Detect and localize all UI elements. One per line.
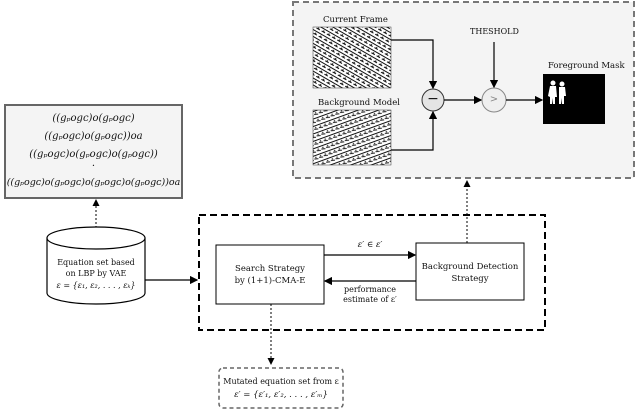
arrow-current-to-minus (391, 39, 438, 90)
mutated-box (218, 367, 344, 409)
database-line-1: Equation set based (57, 258, 135, 267)
arrow-label-bottom-2: estimate of ε′ (343, 295, 397, 304)
search-strategy-box (215, 244, 325, 305)
arrow-label-top: ε′ ∈ ε′ (357, 240, 383, 250)
background-detection-box (415, 242, 525, 301)
equation-line-1: ((gₚogᴄ)o(gₚogᴄ) (52, 113, 135, 124)
mutated-line-1: Mutated equation set from ε (223, 377, 339, 386)
database-line-3: ε = {ε₁, ε₂, . . . , εₖ} (56, 281, 136, 290)
mutated-line-2: ε′ = {ε′₁, ε′₂, . . . , ε′ₘ} (234, 390, 328, 400)
silhouette-figures (548, 80, 566, 104)
compare-symbol: > (489, 94, 499, 105)
equation-line-last: ((gₚogᴄ)o(gₚogᴄ)o(gₚogᴄ)o(gₚogᴄ))oa (6, 177, 181, 188)
current-frame-image (312, 26, 392, 89)
minus-symbol: − (427, 91, 439, 107)
equation-line-3: ((gₚogᴄ)o(gₚogᴄ)o(gₚogᴄ)) (29, 149, 158, 160)
database-cylinder (46, 226, 146, 305)
equation-ellipsis: · (91, 161, 96, 172)
background-detection-line-1: Background Detection (421, 262, 519, 272)
current-frame-label: Current Frame (323, 15, 388, 25)
background-detection-line-2: Strategy (451, 274, 489, 284)
arrow-background-to-minus (391, 110, 438, 151)
equation-line-2: ((gₚogᴄ)o(gₚogᴄ))oa (44, 131, 143, 142)
equations-box (4, 104, 183, 199)
threshold-label: THESHOLD (470, 27, 519, 36)
foreground-mask-label: Foreground Mask (548, 61, 625, 71)
background-model-image (312, 109, 392, 166)
optimization-panel (198, 214, 546, 331)
search-strategy-line-2: by (1+1)-CMA-E (234, 276, 306, 286)
database-line-2: on LBP by VAE (65, 269, 127, 278)
arrow-label-bottom-1: performance (343, 285, 396, 294)
search-strategy-line-1: Search Strategy (235, 264, 305, 274)
background-model-label: Background Model (318, 98, 400, 108)
